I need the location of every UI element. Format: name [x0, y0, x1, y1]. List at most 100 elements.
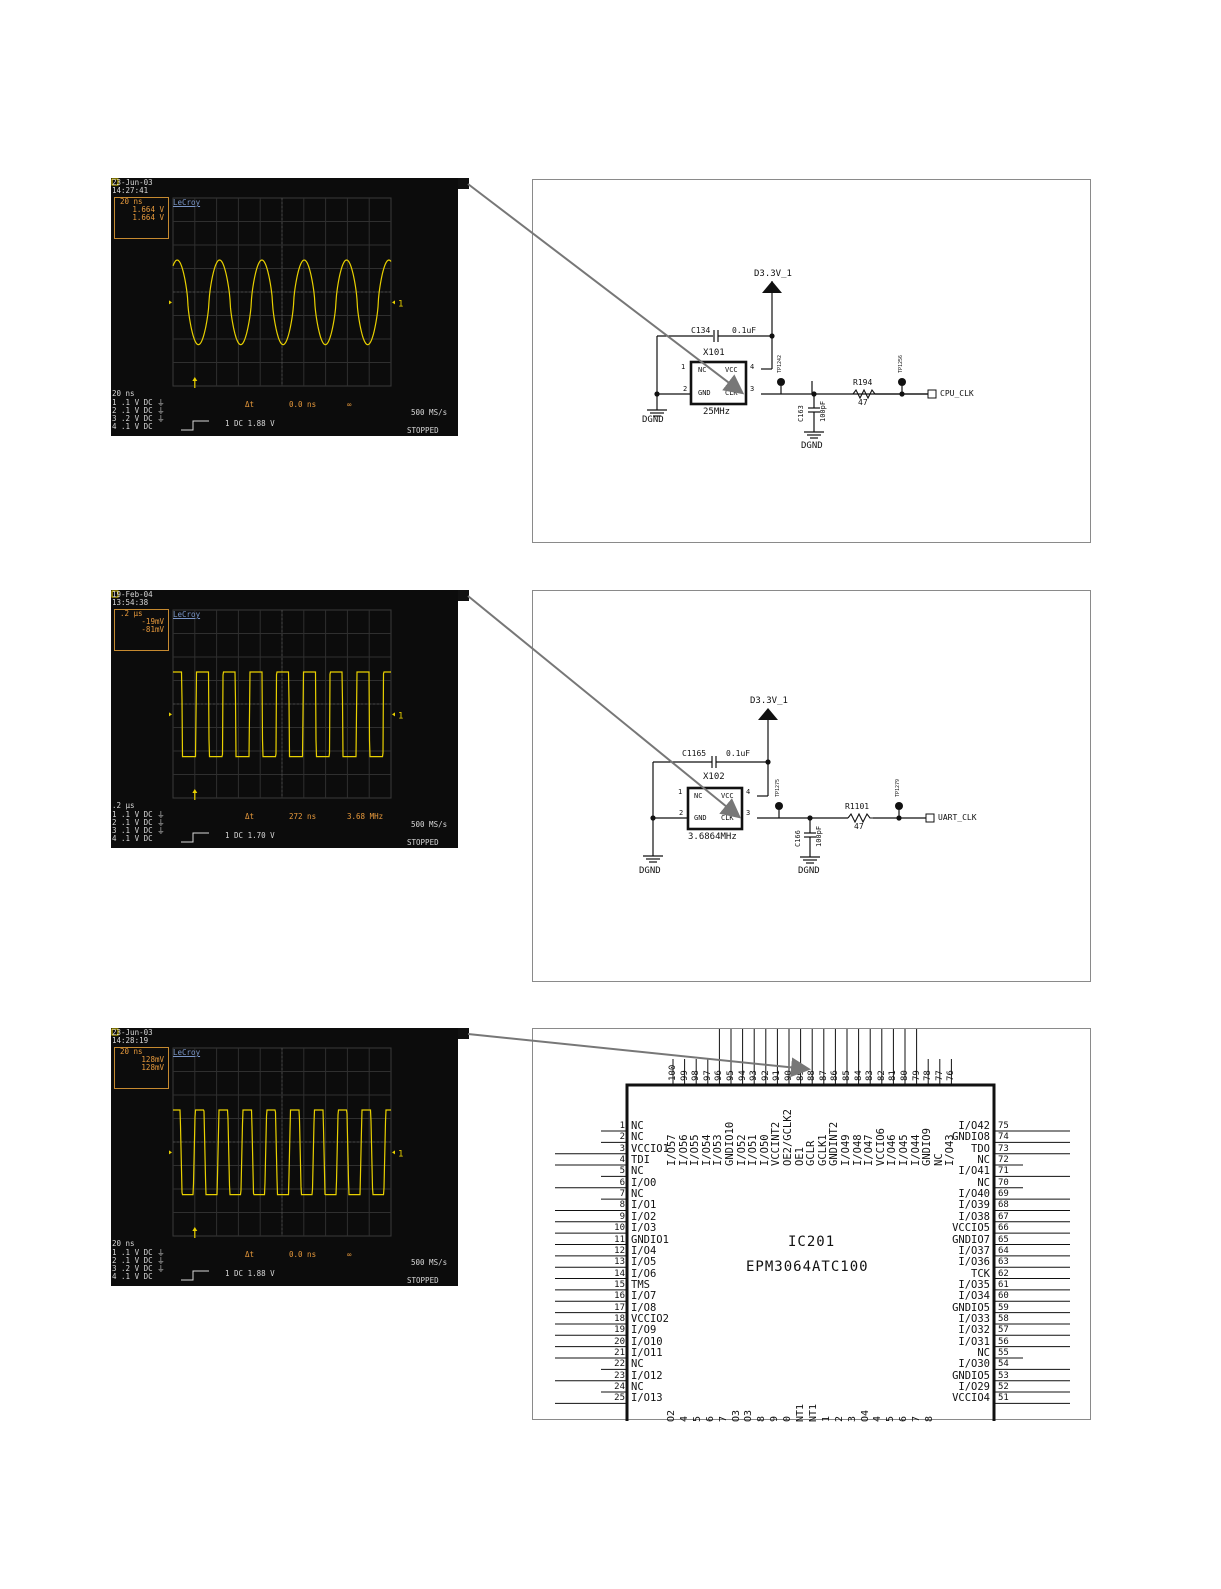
ic-pin-label: TDO — [971, 1142, 990, 1155]
ic-pin-number: 83 — [865, 1070, 876, 1081]
ground-label: DGND — [642, 415, 664, 425]
pin-label: NC — [694, 792, 703, 800]
ic-pin-number: 5 — [691, 1415, 703, 1422]
resistor-ref: R1101 — [845, 802, 870, 811]
ic-pin-number: 10 — [614, 1223, 625, 1234]
cap-value: 100pF — [819, 400, 827, 422]
ic-pin-number: 5 — [619, 1166, 625, 1177]
ic-pin-number: 21 — [614, 1348, 625, 1358]
pin-number: 3 — [746, 809, 751, 817]
ic-pin-label: GCLR — [805, 1140, 818, 1166]
ic-pin-label: NC — [977, 1154, 990, 1167]
ic-pin-number: 65 — [998, 1234, 1009, 1245]
trigger-edge-icon — [181, 420, 209, 431]
ic-pin-number: 18 — [614, 1313, 625, 1324]
scope-brand: LeCroy — [173, 610, 201, 619]
ic-pin-number: 4 — [619, 1155, 625, 1166]
ic-pin-number: 68 — [998, 1200, 1009, 1211]
ic-pin-number: 13 — [614, 1257, 625, 1268]
pin-number: 2 — [679, 809, 684, 817]
ic-pin-number: 3 — [846, 1415, 858, 1422]
ic-pin-label: I/O37 — [958, 1244, 990, 1257]
ic-pin-number: 5 — [885, 1415, 897, 1422]
ic-pin-number: 63 — [998, 1257, 1009, 1268]
ic-pin-number: O3 — [730, 1409, 742, 1422]
cap-ref: C1165 — [682, 749, 707, 758]
ic-pin-number: 7 — [619, 1189, 625, 1200]
ic-pin-label: VCCIO2 — [631, 1312, 669, 1325]
ic-pin-number: 14 — [614, 1268, 625, 1279]
ground-label: DGND — [639, 866, 661, 876]
ic-pin-number: 20 — [614, 1336, 625, 1347]
channel-indicator: 1 — [398, 711, 403, 721]
ic-pin-label: I/O34 — [958, 1290, 990, 1303]
ic-pin-number: 94 — [737, 1070, 748, 1081]
scope-box-value: 128mV — [141, 1063, 164, 1072]
ic-pin-label: I/O35 — [958, 1278, 990, 1291]
ic-pin-number: 1 — [820, 1415, 832, 1422]
ic-pin-number: 16 — [614, 1291, 625, 1302]
scope-date: 23-Jun-03 — [112, 178, 153, 187]
scope-timebase: 20 ns — [112, 389, 135, 398]
ground-label: DGND — [798, 866, 820, 876]
ic-pin-number: 15 — [614, 1279, 625, 1290]
trace-tag-icon — [111, 178, 119, 186]
scope-brand: LeCroy — [173, 1048, 201, 1057]
scope-box-value: -81mV — [141, 625, 164, 634]
ic-pin-number: 2 — [833, 1415, 845, 1422]
pin-label: NC — [698, 366, 707, 374]
scope-delta-value: 0.0 ns — [289, 1250, 317, 1259]
scope-corner-marker — [458, 590, 469, 601]
ic-pin-number: 24 — [614, 1382, 625, 1393]
trigger-level-marker — [169, 712, 172, 717]
scope-channel: 3 .1 V DC ⏚ — [112, 826, 165, 835]
ic-pin-number: 86 — [830, 1070, 841, 1081]
channel-indicator: 1 — [398, 1149, 403, 1159]
ic-pin-number: 95 — [726, 1070, 736, 1081]
scope-trigger: 1 DC 1.88 V — [225, 419, 275, 428]
ic-pin-label: I/O7 — [631, 1290, 657, 1303]
ic-pin-label: I/O4 — [631, 1244, 657, 1257]
pin-number: 3 — [750, 385, 755, 393]
scope-channel: 2 .1 V DC ⏚ — [112, 818, 165, 827]
pin-number: 1 — [681, 363, 686, 371]
trigger-position-marker — [192, 789, 198, 793]
scope-corner-marker — [458, 1028, 469, 1039]
ic-pin-number: 6 — [704, 1415, 716, 1422]
pin-number: 2 — [683, 385, 688, 393]
ic-pin-number: 22 — [614, 1359, 625, 1370]
ic-pin-label: I/O2 — [631, 1210, 657, 1223]
ic-pin-number: 8 — [924, 1415, 935, 1422]
ic-pin-label: I/O40 — [958, 1188, 990, 1201]
ic-pin-number: 51 — [998, 1393, 1009, 1404]
trace-tag-icon — [111, 1028, 119, 1036]
ic-pin-number: 87 — [818, 1070, 829, 1081]
scope-measure-box: 20 ns 1.664 V 1.664 V — [114, 197, 169, 239]
testpoint-label: TP1256 — [898, 354, 904, 373]
trigger-level-marker — [392, 712, 395, 717]
scope-box-timebase: .2 µs — [120, 609, 143, 618]
ic-pin-label: I/O41 — [958, 1165, 990, 1178]
power-rail-label: D3.3V_1 — [754, 269, 792, 279]
trigger-position-marker — [192, 1227, 198, 1231]
ic-pin-number: 23 — [614, 1370, 625, 1381]
channel-indicator: 1 — [398, 299, 403, 309]
ic-pin-label: I/O51 — [747, 1134, 760, 1166]
trace-tag-icon — [111, 590, 119, 598]
ic-pin-number: 91 — [772, 1070, 783, 1081]
oscillator-schematic-x102: D3.3V_1 C1165 0.1uF X102 NC VCC GND CLK … — [532, 590, 1091, 982]
oscillator-frequency: 3.6864MHz — [688, 832, 737, 842]
oscilloscope-capture-cpld-clk: 1 23-Jun-03 14:28:19 LeCroy 20 ns 128mV … — [111, 1028, 458, 1286]
ic-pin-number: 90 — [784, 1070, 794, 1081]
ic-pin-label: NC — [631, 1165, 644, 1178]
ic-pin-number: 97 — [702, 1070, 713, 1081]
ic-pin-label: I/O1 — [631, 1199, 657, 1212]
ic-pin-number: 73 — [998, 1143, 1009, 1154]
ic-pin-label: NC — [631, 1381, 644, 1394]
scope-delta-label: Δt — [245, 812, 255, 821]
ic-pin-label: GNDIO5 — [952, 1369, 990, 1382]
pin-label: CLK — [721, 814, 734, 822]
ic-pin-number: 82 — [876, 1070, 887, 1081]
oscillator-frequency: 25MHz — [703, 407, 731, 417]
